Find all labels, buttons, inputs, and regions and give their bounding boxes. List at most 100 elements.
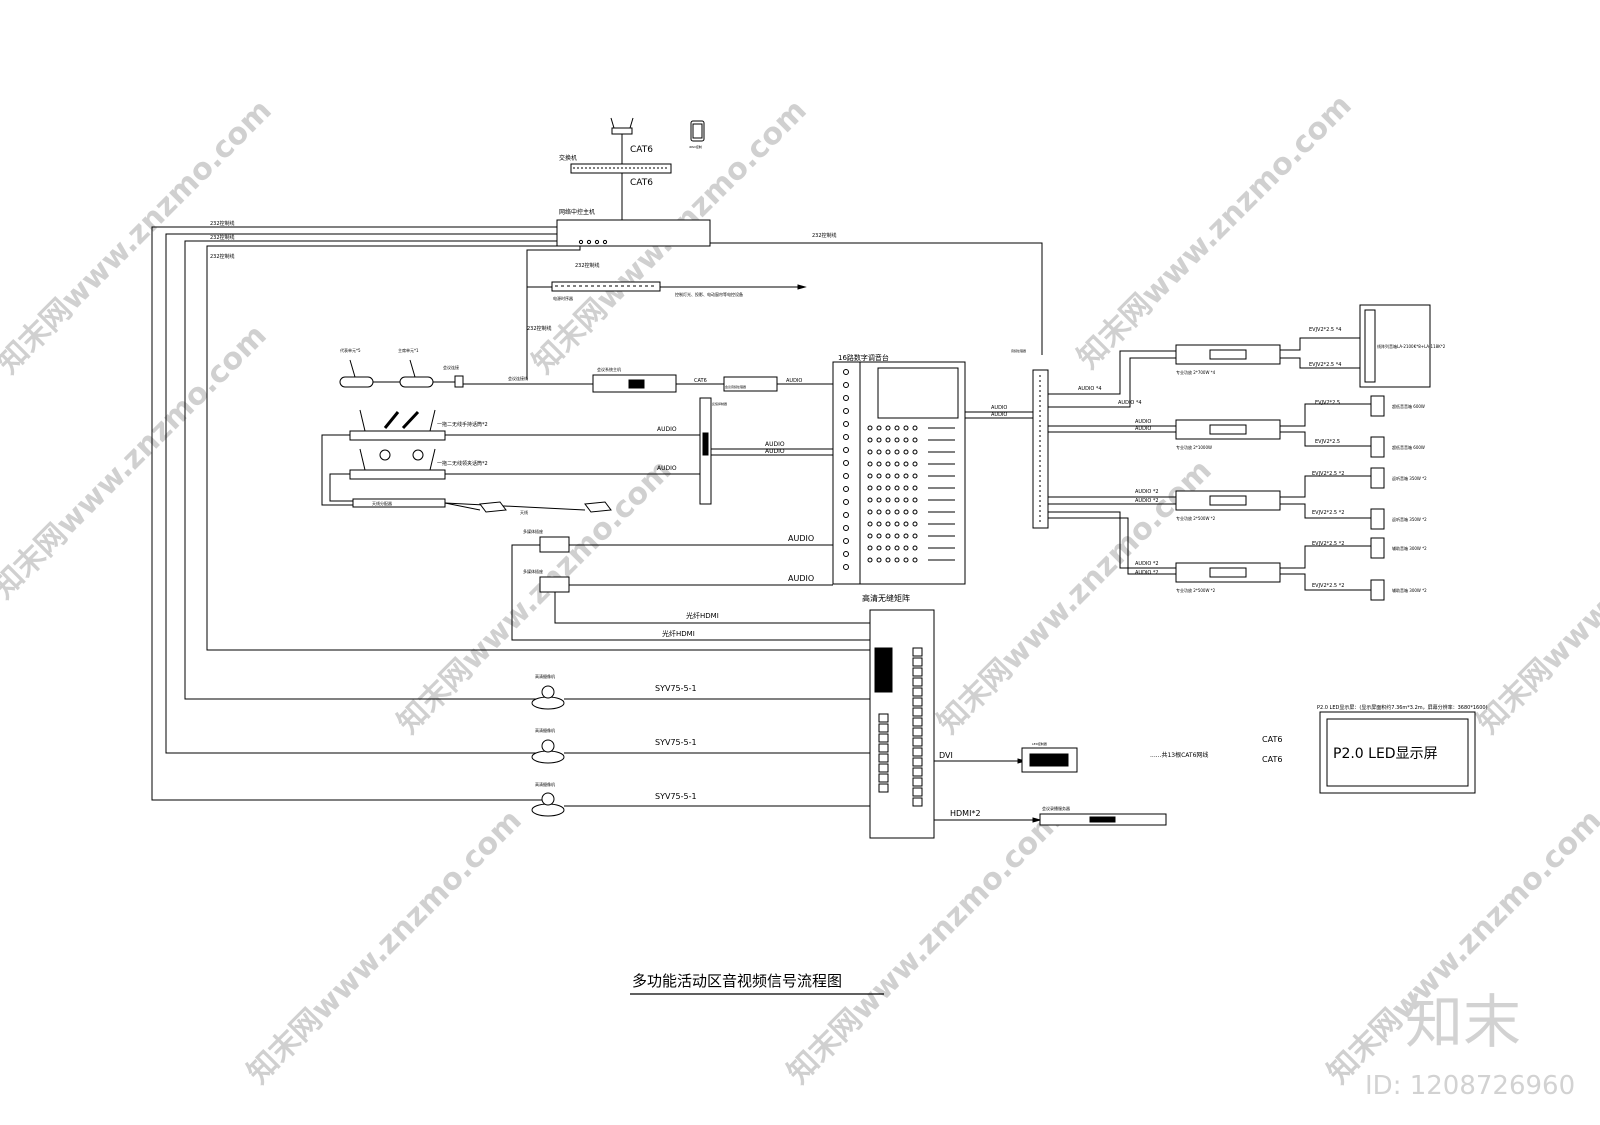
mixer-knob: [903, 485, 909, 491]
mixer-input-jack: [843, 551, 849, 557]
router-icon: [610, 117, 634, 164]
wireless-receiver-lavalier: [349, 469, 446, 480]
mixer-input-jack: [843, 382, 849, 388]
speaker-processor: [1032, 369, 1049, 529]
mixer-knob: [885, 509, 891, 515]
mixer-knob: [876, 425, 882, 431]
mixer-knob: [894, 497, 900, 503]
mixer-knob: [912, 509, 918, 515]
hdmi-label: HDMI*2: [950, 809, 981, 818]
power-sequencer-label: 电源时序器: [553, 295, 573, 301]
mixer-knob: [876, 497, 882, 503]
mixer-knob: [885, 425, 891, 431]
matrix-port: [912, 667, 923, 677]
amplifier-label: 专业功放 2*1000W: [1176, 444, 1212, 450]
mixer-knob: [885, 437, 891, 443]
watermark: 知末网www.znzmo.com: [1471, 453, 1600, 741]
mixer-knob: [885, 449, 891, 455]
mixer-knob: [894, 485, 900, 491]
amplifier-label: 专业功放 2*500W *2: [1176, 515, 1216, 521]
conference-section: [321, 359, 870, 641]
camera-label: 高清摄像机: [535, 727, 555, 733]
mixer-knob: [885, 521, 891, 527]
mic-connection-label: 会议连接: [443, 364, 459, 370]
mixer-knob: [894, 521, 900, 527]
mixer-knob: [867, 497, 873, 503]
cable-label: EVJV2*2.5: [1315, 400, 1340, 406]
mixer-knob: [903, 425, 909, 431]
fiber-hdmi-label: 光纤HDMI: [662, 629, 695, 638]
syv-cable-label: SYV75-5-1: [655, 738, 697, 747]
watermark: 知末网www.znzmo.com: [0, 318, 274, 606]
matrix-port: [878, 773, 889, 783]
cable-label: EVJV2*2.5 *2: [1312, 541, 1344, 547]
mixer-knob: [885, 485, 891, 491]
network-section: [151, 117, 1043, 801]
mixer-knob: [903, 461, 909, 467]
led-screen-label: P2.0 LED显示屏: [1333, 746, 1438, 762]
camera-icon: [531, 739, 565, 764]
conference-host-label: 会议系统主机: [597, 366, 621, 372]
wireless-lavalier-label: 一拖二无线领夹话筒*2: [437, 460, 488, 467]
mixer-title: 16路数字调音台: [838, 353, 889, 362]
mixer-knob: [867, 425, 873, 431]
mixer-knob: [912, 437, 918, 443]
watermark: 知末网www.znzmo.com: [391, 453, 679, 741]
mixer-input-jack: [843, 473, 849, 479]
matrix-port: [878, 743, 889, 753]
speaker-boxes: [1370, 395, 1385, 601]
mixer-knob: [876, 461, 882, 467]
matrix-port: [878, 713, 889, 723]
matrix-title: 高清无缝矩阵: [862, 593, 910, 603]
chairman-mic: [399, 376, 434, 388]
line-232-label: 232控制线: [210, 220, 235, 227]
matrix-port: [912, 697, 923, 707]
cat6-conference-label: CAT6: [694, 378, 707, 384]
matrix-port: [878, 783, 889, 793]
mixer-knob: [894, 545, 900, 551]
mixer-knob: [894, 461, 900, 467]
cat6-right-label: CAT6: [1262, 735, 1282, 744]
mixer-knob: [876, 533, 882, 539]
mixer-input-jack: [843, 447, 849, 453]
audio-label: AUDIO: [765, 448, 785, 455]
cable-label: EVJV2*2.5 *4: [1309, 327, 1341, 333]
mixer-knob: [876, 521, 882, 527]
audio-label: AUDIO *4: [1078, 386, 1102, 392]
camera-icon: [531, 685, 565, 710]
hd-seamless-matrix: [869, 609, 1167, 839]
matrix-port: [912, 727, 923, 737]
cameras: [531, 685, 870, 817]
mixer-knob: [912, 533, 918, 539]
line-array-speaker: [1359, 304, 1431, 388]
amplifier-2: [1175, 419, 1281, 440]
power-sequencer-note: 控制灯光、投影、电动窗帘等电控设备: [675, 291, 743, 297]
audio-label: AUDIO *2: [1135, 489, 1159, 495]
speaker-label: 超低音音箱 600W: [1392, 403, 1425, 409]
mixer-knob: [885, 461, 891, 467]
mixer-knob: [912, 461, 918, 467]
mixer-knob: [885, 545, 891, 551]
diagram-title: 多功能活动区音视频信号流程图: [632, 972, 842, 990]
amplifier-label: 专业功放 2*700W *4: [1176, 369, 1216, 375]
audio-label: AUDIO *2: [1135, 498, 1159, 504]
mixer-knob: [876, 557, 882, 563]
cat6-top-label: CAT6: [630, 145, 653, 155]
mixer-knob: [894, 533, 900, 539]
matrix-port: [912, 657, 923, 667]
line-array-label: 线阵列音箱LA-2100K*8+LA-118K*2: [1377, 343, 1446, 349]
matrix-port: [912, 797, 923, 807]
audio-label: AUDIO: [788, 534, 814, 543]
mixer-input-jack: [843, 564, 849, 570]
mixer-knob: [867, 437, 873, 443]
matrix-port: [912, 787, 923, 797]
camera-label: 高清摄像机: [535, 781, 555, 787]
led-spec-label: P2.0 LED显示屏：(显示屏面积约7.36m*3.2m，屏幕分辨率：3680…: [1317, 704, 1488, 711]
mixer-knob: [876, 449, 882, 455]
mixer-input-jack: [843, 460, 849, 466]
mixer-knob: [894, 425, 900, 431]
mixer-knob: [912, 497, 918, 503]
dvi-label: DVI: [939, 751, 953, 760]
audio-label: AUDIO: [991, 405, 1007, 411]
